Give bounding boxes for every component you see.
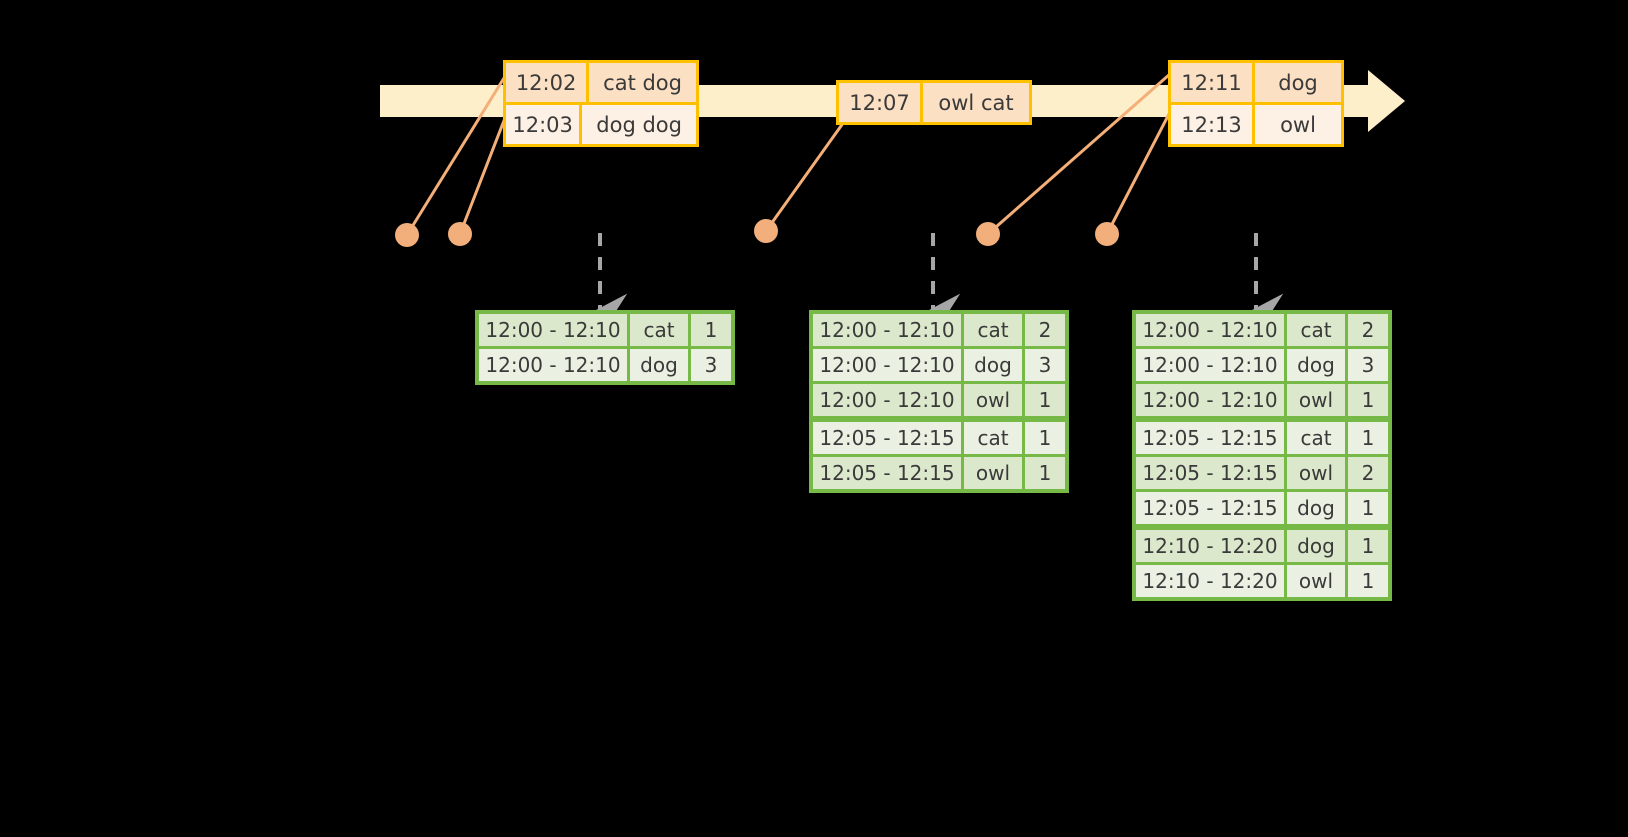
cell-word: owl xyxy=(964,457,1022,489)
cell-count: 2 xyxy=(1348,457,1388,489)
event-dots xyxy=(395,219,1119,247)
cell-count: 1 xyxy=(1348,530,1388,562)
cell-word: cat xyxy=(1287,314,1345,346)
cell-word: owl xyxy=(1287,384,1345,416)
event-timestamp: 12:02 xyxy=(506,63,590,102)
event-row: 12:11 dog xyxy=(1171,63,1341,102)
dot-1211 xyxy=(976,222,1000,246)
cell-window: 12:00 - 12:10 xyxy=(1136,314,1284,346)
event-row: 12:02 cat dog xyxy=(506,63,696,102)
cell-window: 12:00 - 12:10 xyxy=(813,349,961,381)
cell-word: dog xyxy=(1287,492,1345,524)
event-timestamp: 12:13 xyxy=(1171,105,1255,144)
event-words: cat dog xyxy=(603,70,682,95)
cell-window: 12:05 - 12:15 xyxy=(1136,457,1284,489)
flow-arrows xyxy=(596,233,1284,327)
cell-window: 12:10 - 12:20 xyxy=(1136,530,1284,562)
cell-word: dog xyxy=(964,349,1022,381)
event-timestamp: 12:07 xyxy=(839,83,923,122)
cell-window: 12:00 - 12:10 xyxy=(479,349,627,381)
cell-count: 1 xyxy=(691,314,731,346)
event-words: owl xyxy=(1280,112,1316,137)
dot-1203 xyxy=(448,222,472,246)
cell-window: 12:05 - 12:15 xyxy=(1136,422,1284,454)
cell-window: 12:00 - 12:10 xyxy=(1136,349,1284,381)
cell-window: 12:00 - 12:10 xyxy=(479,314,627,346)
cell-window: 12:05 - 12:15 xyxy=(813,457,961,489)
cell-count: 1 xyxy=(1348,492,1388,524)
cell-word: cat xyxy=(1287,422,1345,454)
dot-1213 xyxy=(1095,222,1119,246)
event-row: 12:07 owl cat xyxy=(839,83,1029,122)
cell-word: dog xyxy=(630,349,688,381)
cell-count: 1 xyxy=(1025,457,1065,489)
event-timestamp: 12:11 xyxy=(1171,63,1255,102)
connector-1203 xyxy=(458,116,507,236)
cell-word: owl xyxy=(1287,457,1345,489)
cell-window: 12:05 - 12:15 xyxy=(1136,492,1284,524)
cell-window: 12:00 - 12:10 xyxy=(1136,384,1284,416)
cell-count: 3 xyxy=(1348,349,1388,381)
event-words: dog dog xyxy=(596,112,682,137)
cell-word: cat xyxy=(964,314,1022,346)
cell-count: 1 xyxy=(1025,422,1065,454)
event-group-3: 12:11 dog 12:13 owl xyxy=(1168,60,1344,147)
cell-count: 1 xyxy=(1025,384,1065,416)
cell-window: 12:00 - 12:10 xyxy=(813,314,961,346)
event-group-2: 12:07 owl cat xyxy=(836,80,1032,125)
cell-count: 3 xyxy=(691,349,731,381)
cell-word: owl xyxy=(964,384,1022,416)
cell-window: 12:05 - 12:15 xyxy=(813,422,961,454)
event-row: 12:13 owl xyxy=(1171,102,1341,144)
connector-1202 xyxy=(405,76,506,237)
dot-1207 xyxy=(754,219,778,243)
cell-count: 3 xyxy=(1025,349,1065,381)
cell-word: owl xyxy=(1287,565,1345,597)
cell-window: 12:10 - 12:20 xyxy=(1136,565,1284,597)
connector-1213 xyxy=(1105,110,1172,236)
cell-count: 1 xyxy=(1348,565,1388,597)
event-words: owl cat xyxy=(938,90,1014,115)
cell-count: 2 xyxy=(1025,314,1065,346)
cell-count: 2 xyxy=(1348,314,1388,346)
cell-window: 12:00 - 12:10 xyxy=(813,384,961,416)
cell-word: cat xyxy=(630,314,688,346)
cell-count: 1 xyxy=(1348,422,1388,454)
cell-word: cat xyxy=(964,422,1022,454)
cell-word: dog xyxy=(1287,530,1345,562)
event-group-1: 12:02 cat dog 12:03 dog dog xyxy=(503,60,699,147)
cell-count: 1 xyxy=(1348,384,1388,416)
event-words: dog xyxy=(1278,70,1318,95)
dot-1202 xyxy=(395,223,419,247)
cell-word: dog xyxy=(1287,349,1345,381)
event-row: 12:03 dog dog xyxy=(506,102,696,144)
event-timestamp: 12:03 xyxy=(506,105,583,144)
